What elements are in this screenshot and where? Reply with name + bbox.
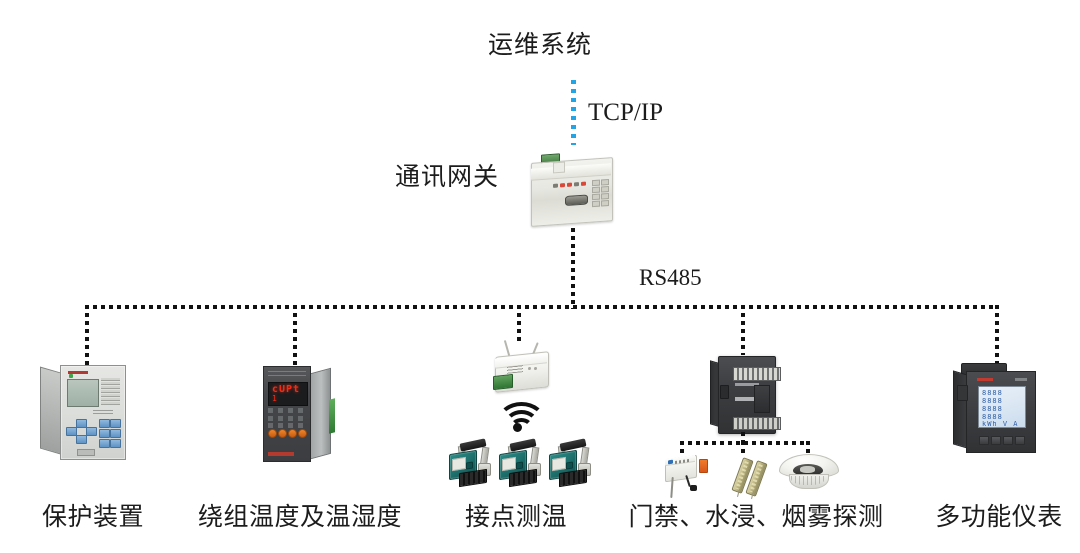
plc-bottom-terminals (733, 417, 781, 430)
drop-line-multifunction-meter (995, 305, 999, 367)
meter-front-panel: 8888 8888 8888 8888 kWh V A (966, 371, 1036, 453)
meter-value-line-4: 8888 (982, 414, 1003, 420)
node-label-access-water-smoke: 门禁、水浸、烟雾探测 (628, 504, 884, 531)
access-control-logo (668, 459, 673, 465)
tcpip-label: TCP/IP (588, 99, 664, 126)
smoke-detector-ribs (791, 476, 825, 485)
access-control-cable (670, 476, 674, 499)
relay-model-text (93, 410, 113, 416)
meter-model-text (1015, 378, 1027, 381)
node-label-protection-device: 保护装置 (41, 504, 144, 531)
meter-units-line: kWh V A (982, 421, 1019, 427)
gateway-terminal-grid (592, 178, 609, 208)
communication-gateway-icon (523, 150, 619, 228)
controller-seven-segment-display: cUPt 1 (268, 382, 308, 406)
controller-display-sub: 1 (272, 394, 277, 403)
receiver-terminal-block (493, 373, 513, 391)
plc-label-upper (735, 383, 759, 386)
smoke-detector-chamber (800, 466, 815, 473)
wireless-temperature-sensor (547, 438, 595, 488)
wireless-receiver-icon (487, 340, 559, 400)
relay-port-slot (77, 449, 95, 456)
node-label-winding-temp: 绕组温度及温湿度 (197, 504, 402, 531)
relay-brand-mark (68, 371, 88, 374)
system-title: 运维系统 (487, 32, 592, 59)
smoke-detector-icon (779, 452, 839, 498)
water-leak-sensor-icon (731, 455, 775, 500)
controller-front-panel: cUPt 1 (263, 366, 311, 462)
relay-lcd-screen (67, 379, 99, 407)
rs485-label: RS485 (639, 265, 702, 290)
protection-relay-icon (40, 363, 132, 461)
wireless-temperature-sensor (497, 438, 545, 488)
plc-model-text (735, 397, 755, 401)
gateway-side-strip (553, 161, 565, 174)
relay-keypad (66, 419, 121, 452)
access-control-icon (663, 454, 711, 500)
controller-display-main: cUPt (272, 384, 301, 395)
meter-brand-mark (977, 378, 993, 381)
meter-value-line-2: 8888 (982, 398, 1003, 404)
relay-status-led (69, 374, 73, 378)
plc-top-terminals (733, 367, 781, 381)
controller-green-terminal (329, 398, 335, 434)
node-label-contact-temp: 接点测温 (464, 504, 567, 531)
temperature-controller-icon: cUPt 1 (257, 363, 337, 463)
controller-header-text (268, 371, 306, 379)
gateway-label: 通讯网关 (395, 164, 500, 191)
meter-button-row (979, 436, 1025, 445)
drop-line-contact-temp (517, 305, 521, 345)
panel-meter-icon: 8888 8888 8888 8888 kWh V A (953, 363, 1043, 459)
controller-brand-mark (268, 452, 294, 456)
controller-button-row (268, 429, 307, 438)
rs485-bus-line (85, 305, 999, 309)
plc-access-door (754, 385, 770, 413)
plc-branch-stem (741, 432, 745, 446)
meter-value-line-3: 8888 (982, 406, 1003, 412)
drop-line-protection-device (85, 305, 89, 367)
gateway-bus-stem (571, 228, 575, 309)
gateway-db9-port (565, 194, 588, 207)
plc-housing (718, 356, 781, 434)
wifi-icon (497, 400, 546, 432)
relay-led-column (101, 378, 120, 407)
plc-clip (720, 385, 729, 399)
gateway-front-panel (551, 178, 609, 215)
access-control-plug (690, 485, 697, 491)
drop-line-water-immersion (741, 441, 745, 455)
drop-line-access-water-smoke (741, 305, 745, 355)
plc-module-icon (708, 352, 784, 440)
relay-front-panel (60, 365, 126, 460)
drop-line-smoke-detector (806, 441, 810, 454)
receiver-antenna-left (503, 340, 511, 356)
meter-value-line-1: 8888 (982, 390, 1003, 396)
gateway-led-group (553, 181, 587, 193)
access-control-indicator (699, 459, 708, 473)
drop-line-access-control (680, 441, 684, 457)
wireless-temperature-sensor (447, 438, 495, 488)
meter-mounting-clip (957, 385, 968, 401)
drop-line-winding-temp (293, 305, 297, 367)
tcpip-link-line (571, 80, 576, 145)
node-label-multifunction-meter: 多功能仪表 (935, 504, 1063, 531)
meter-lcd-screen: 8888 8888 8888 8888 kWh V A (978, 386, 1026, 428)
